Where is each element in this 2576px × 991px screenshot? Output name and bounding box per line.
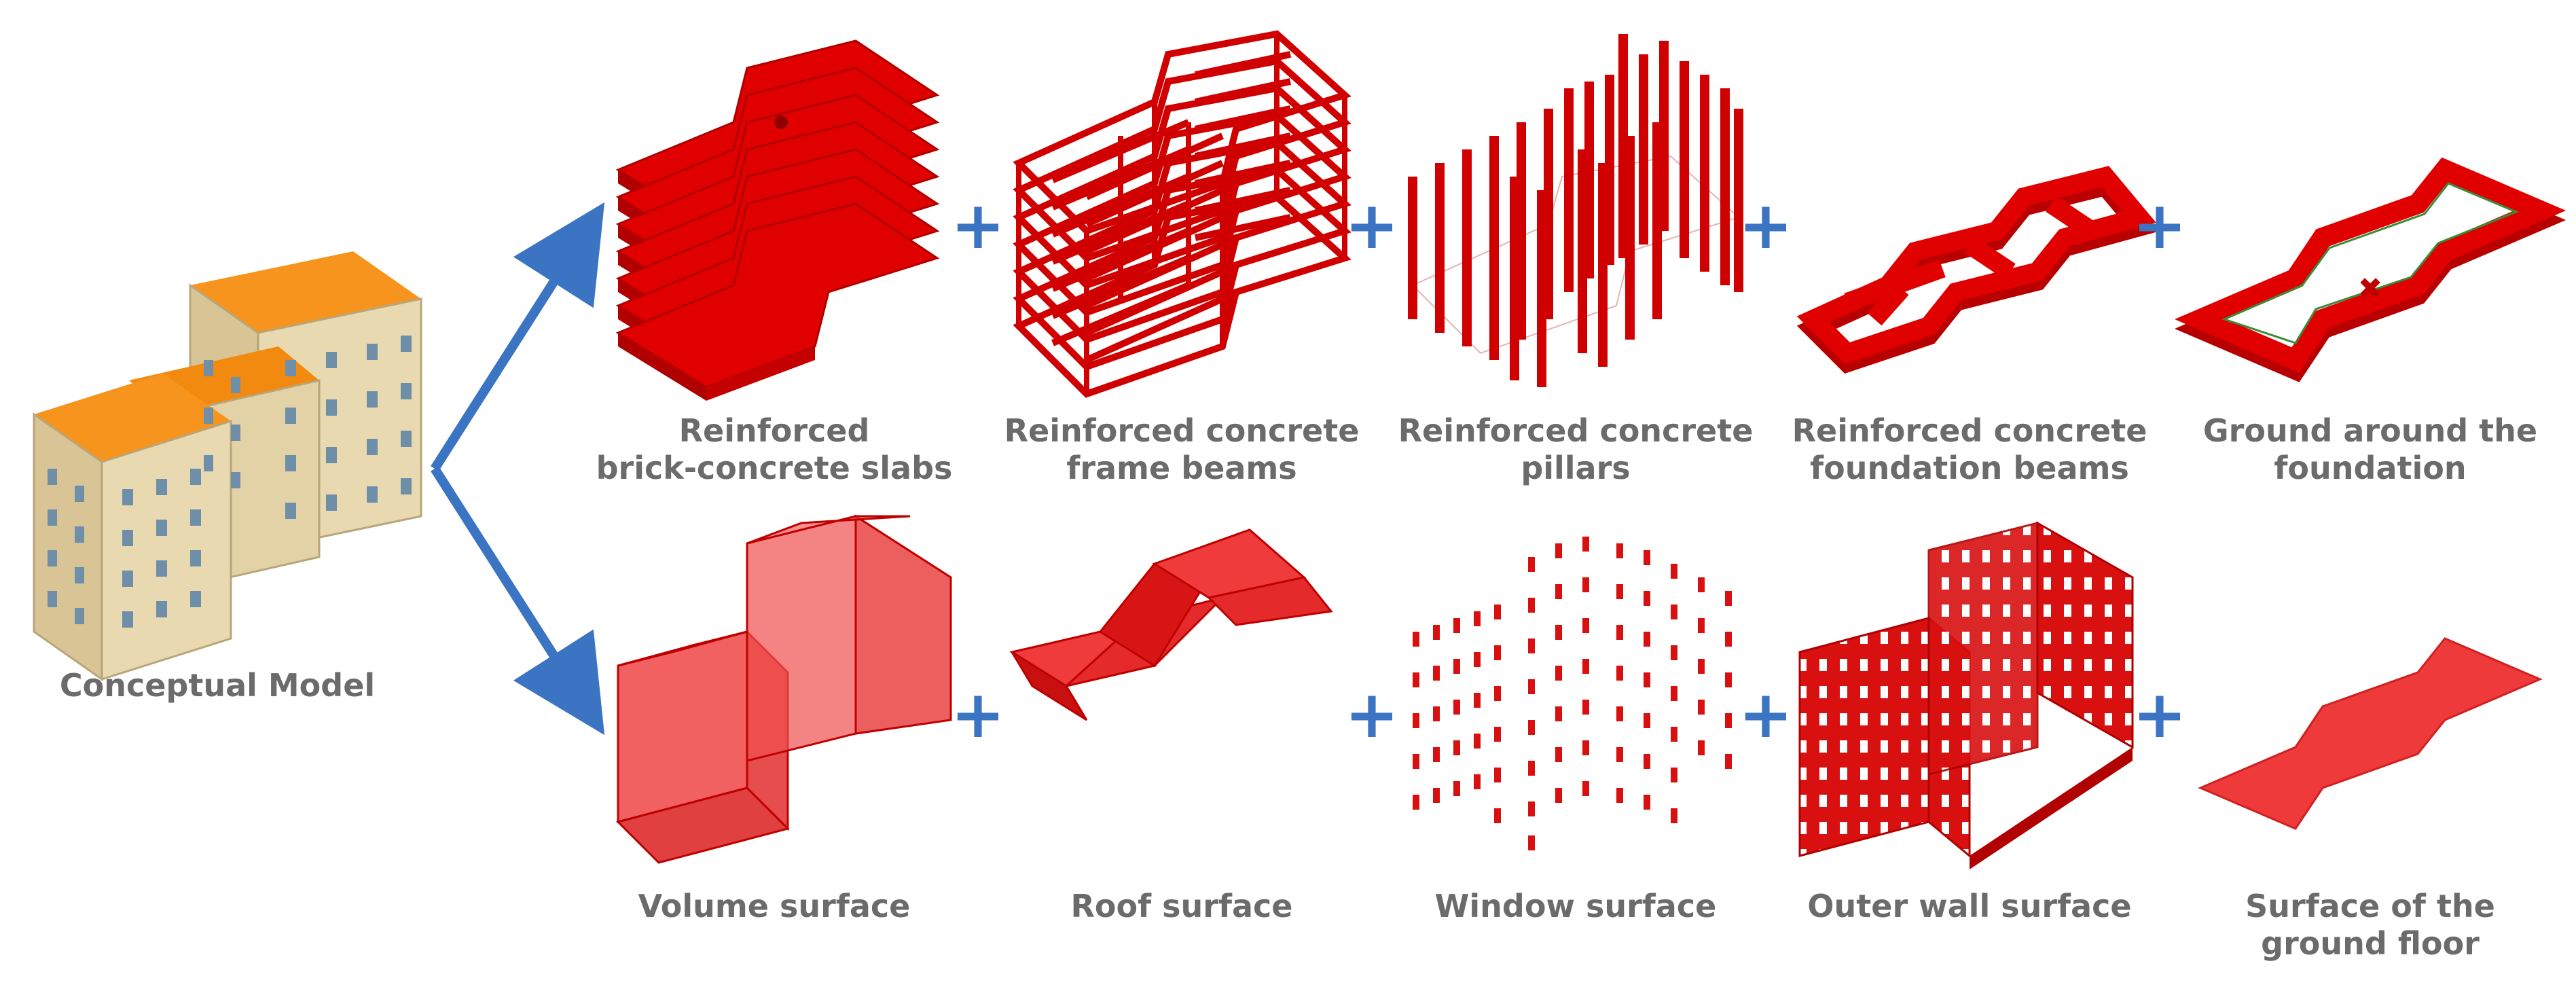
outer-wall-surface-label: Outer wall surface bbox=[1807, 888, 2131, 924]
split-arrows bbox=[431, 202, 605, 736]
outer-wall-surface-graphic bbox=[1798, 521, 2134, 869]
conceptual-model-building bbox=[33, 251, 422, 681]
plus-sign: + bbox=[2133, 677, 2187, 753]
ground-floor-label-line1: Surface of the bbox=[2245, 888, 2495, 924]
svg-text:✖: ✖ bbox=[2358, 272, 2383, 306]
frame-beams-label-line1: Reinforced concrete bbox=[1004, 412, 1360, 449]
volume-surface-label: Volume surface bbox=[638, 888, 911, 924]
ground-floor-label-line2: ground floor bbox=[2261, 925, 2480, 962]
plus-sign: + bbox=[951, 187, 1005, 264]
volume-surface-graphic bbox=[616, 514, 952, 864]
frame-beams-graphic bbox=[1013, 30, 1352, 394]
plus-sign: + bbox=[1739, 187, 1793, 264]
foundation-beams-graphic bbox=[1796, 166, 2156, 374]
roof-surface-label: Roof surface bbox=[1071, 888, 1293, 924]
ground-foundation-graphic: ✖ bbox=[2174, 157, 2566, 382]
frame-beams-label-line2: frame beams bbox=[1066, 450, 1296, 486]
plus-sign: + bbox=[1345, 677, 1399, 753]
slabs-label-line1: Reinforced bbox=[679, 412, 870, 449]
pillars-graphic bbox=[1408, 34, 1743, 387]
foundation-beams-label-line1: Reinforced concrete bbox=[1792, 412, 2147, 449]
plus-sign: + bbox=[2133, 187, 2187, 264]
plus-sign: + bbox=[951, 677, 1005, 753]
ground-label-line1: Ground around the bbox=[2203, 412, 2537, 449]
reinforced-slabs-graphic bbox=[615, 39, 940, 402]
window-surface-graphic bbox=[1413, 537, 1732, 850]
ground-floor-surface-graphic bbox=[2198, 637, 2543, 830]
slabs-label-line2: brick-concrete slabs bbox=[596, 450, 953, 486]
plus-sign: + bbox=[1739, 677, 1793, 753]
roof-surface-graphic bbox=[1009, 528, 1333, 721]
window-surface-label: Window surface bbox=[1435, 888, 1717, 924]
conceptual-model-label: Conceptual Model bbox=[60, 667, 375, 704]
ground-label-line2: foundation bbox=[2274, 450, 2466, 486]
plus-sign: + bbox=[1345, 187, 1399, 264]
foundation-beams-label-line2: foundation beams bbox=[1810, 450, 2129, 486]
pillars-label-line1: Reinforced concrete bbox=[1398, 412, 1754, 449]
pillars-label-line2: pillars bbox=[1521, 450, 1630, 486]
